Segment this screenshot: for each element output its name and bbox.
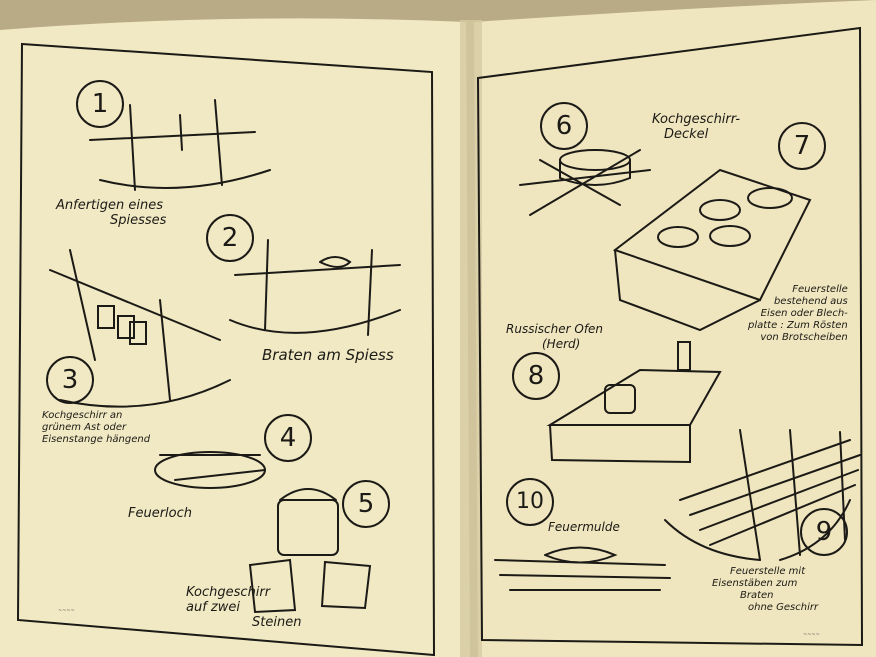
step-6-number: 6 bbox=[540, 102, 588, 150]
step-7-caption: Feuerstelle bestehend aus Eisen oder Ble… bbox=[748, 284, 848, 343]
step-5-caption: Kochgeschirr auf zwei Steinen bbox=[186, 585, 302, 630]
step-4-number: 4 bbox=[264, 414, 312, 462]
step-3-caption: Kochgeschirr an grünem Ast oder Eisensta… bbox=[42, 410, 151, 445]
step-6-caption: Kochgeschirr- Deckel bbox=[652, 112, 741, 142]
right-border bbox=[476, 26, 864, 647]
step-10-caption: Feuermulde bbox=[548, 520, 620, 534]
left-border bbox=[16, 42, 436, 657]
svg-text:~~~~: ~~~~ bbox=[803, 632, 820, 638]
step-3-number: 3 bbox=[46, 356, 94, 404]
step-1-caption: Anfertigen eines Spiesses bbox=[56, 198, 167, 228]
step-8-number: 8 bbox=[512, 352, 560, 400]
step-4-caption: Feuerloch bbox=[128, 506, 193, 521]
step-9-caption: Feuerstelle mit Eisenstäben zum Braten o… bbox=[712, 566, 819, 613]
left-page bbox=[0, 18, 470, 657]
step-7-number: 7 bbox=[778, 122, 826, 170]
svg-text:~~~~: ~~~~ bbox=[58, 608, 75, 614]
step-10-number: 10 bbox=[506, 478, 554, 526]
step-8-caption: Russischer Ofen (Herd) bbox=[506, 322, 604, 351]
step-2-caption: Braten am Spiess bbox=[262, 346, 394, 364]
step-9-number: 9 bbox=[800, 508, 848, 556]
step-1-number: 1 bbox=[76, 80, 124, 128]
step-5-number: 5 bbox=[342, 480, 390, 528]
step-2-number: 2 bbox=[206, 214, 254, 262]
right-page bbox=[474, 0, 876, 657]
